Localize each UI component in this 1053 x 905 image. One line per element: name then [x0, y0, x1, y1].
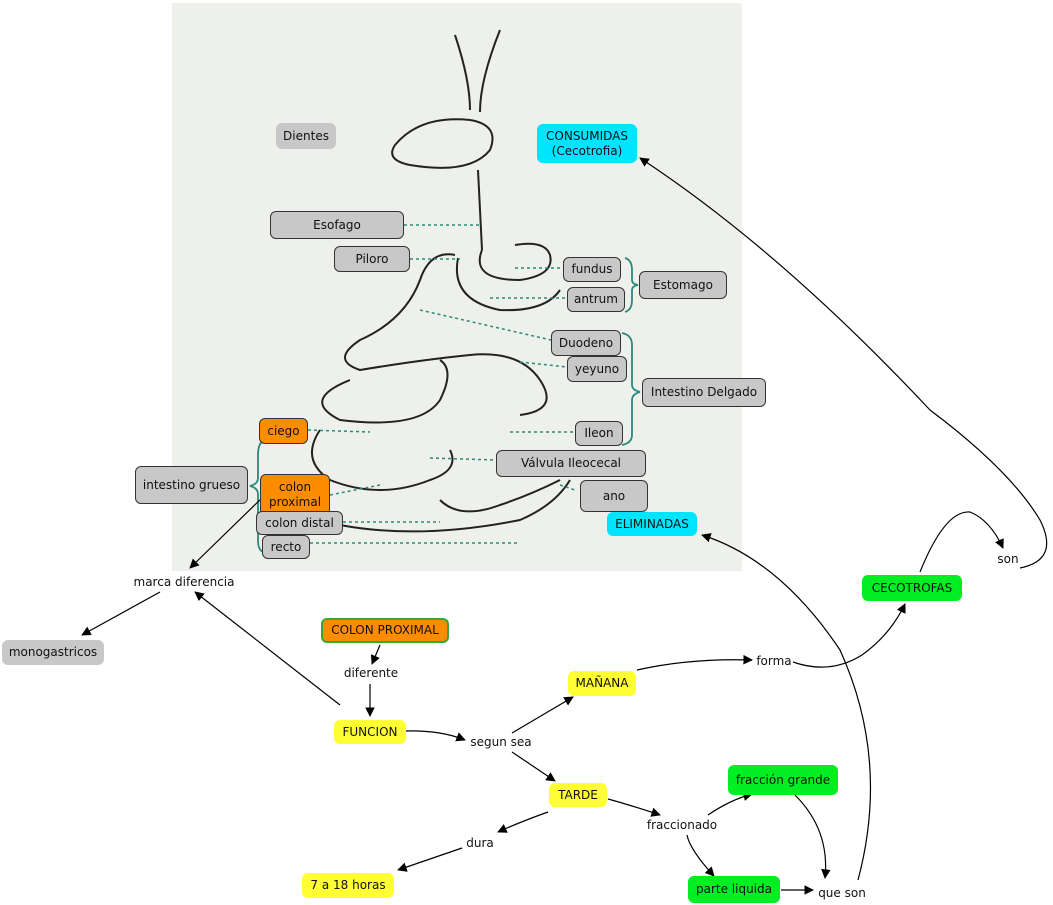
node-eliminadas[interactable]: ELIMINADAS: [607, 512, 697, 536]
node-recto[interactable]: recto: [262, 535, 310, 559]
node-estomago[interactable]: Estomago: [639, 271, 727, 299]
link-marca-diferencia: marca diferencia: [133, 575, 235, 589]
link-son: son: [997, 552, 1019, 566]
node-tarde[interactable]: TARDE: [549, 783, 607, 807]
node-parte-liquida[interactable]: parte liquida: [688, 876, 780, 903]
node-piloro[interactable]: Piloro: [334, 246, 410, 272]
node-7-a-18-horas[interactable]: 7 a 18 horas: [302, 873, 394, 898]
node-colon-proximal[interactable]: colon proximal: [260, 474, 330, 516]
node-duodeno[interactable]: Duodeno: [551, 330, 621, 356]
node-fundus[interactable]: fundus: [563, 257, 621, 282]
node-manana[interactable]: MAÑANA: [568, 671, 636, 696]
braces: [249, 257, 641, 553]
dotted-anatomy-pointers: [307, 224, 576, 544]
node-yeyuno[interactable]: yeyuno: [567, 356, 627, 382]
node-consumidas[interactable]: CONSUMIDAS (Cecotrofia): [537, 124, 637, 163]
link-dura: dura: [466, 836, 494, 850]
node-intestino-delgado[interactable]: Intestino Delgado: [642, 378, 766, 407]
link-forma: forma: [756, 654, 792, 668]
node-ano[interactable]: ano: [580, 480, 648, 512]
node-ciego[interactable]: ciego: [259, 418, 308, 444]
node-cecotrofas[interactable]: CECOTROFAS: [862, 575, 962, 601]
node-fraccion-grande[interactable]: fracción grande: [728, 765, 838, 795]
node-intestino-grueso[interactable]: intestino grueso: [135, 466, 248, 504]
concept-arrows: [81, 157, 1048, 895]
link-diferente: diferente: [343, 666, 399, 680]
node-monogastricos[interactable]: monogastricos: [2, 640, 104, 665]
link-segun-sea: segun sea: [470, 735, 532, 749]
link-que-son: que son: [818, 886, 866, 900]
node-colon-proximal-title[interactable]: COLON PROXIMAL: [321, 618, 449, 643]
digestive-tract-sketch: [311, 29, 571, 533]
node-dientes[interactable]: Dientes: [276, 123, 336, 149]
link-fraccionado: fraccionado: [646, 818, 718, 832]
node-valvula-ileocecal[interactable]: Válvula Ileocecal: [496, 450, 646, 477]
node-esofago[interactable]: Esofago: [270, 211, 404, 239]
node-colon-distal[interactable]: colon distal: [256, 511, 343, 535]
node-antrum[interactable]: antrum: [567, 287, 625, 312]
node-ileon[interactable]: Ileon: [575, 421, 623, 446]
node-funcion[interactable]: FUNCION: [334, 720, 406, 744]
